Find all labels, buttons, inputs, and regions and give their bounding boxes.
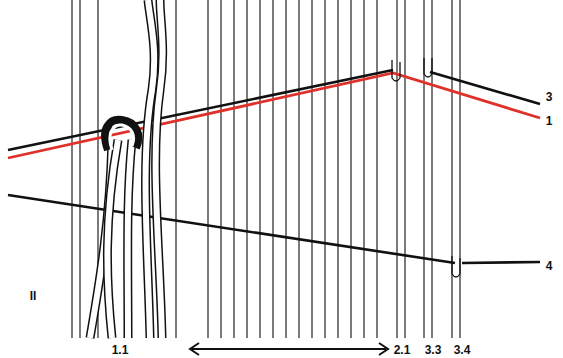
warp-thread [79,0,80,338]
weft-line-red [8,73,540,158]
warp-thread [207,0,208,338]
warp-thread [350,0,351,338]
warp-thread [311,0,312,338]
warp-thread [376,0,377,338]
warp-thread [272,0,273,338]
callout-number: 3.3 [424,344,443,356]
warp-thread [298,0,299,338]
warp-thread [246,0,247,338]
warp-thread [451,0,452,338]
callout-number: 3.4 [453,344,472,356]
warp-thread [337,0,338,338]
hook [424,58,432,77]
callout-number: 3 [545,91,554,103]
callout-number: 2.1 [393,344,412,356]
warp-thread [431,0,432,338]
weft-line [462,262,540,263]
hook [452,256,460,277]
hook [392,60,400,81]
warp-thread [396,0,397,338]
callout-number: 4 [545,260,554,272]
callout-number: 1 [545,115,554,127]
warp-thread [175,0,176,338]
warp-thread [324,0,325,338]
callout-number: 1.1 [111,344,130,356]
thread-bundle [90,0,163,338]
weft-line [8,70,393,150]
weft-line [8,195,455,263]
warp-thread [285,0,286,338]
warp-thread [423,0,424,338]
warp-thread [259,0,260,338]
warp-thread [71,0,72,338]
warp-threads [72,0,460,338]
warp-thread [220,0,221,338]
figure-number: II [29,290,38,302]
warp-thread [459,0,460,338]
warp-thread [404,0,405,338]
range-arrow [190,343,388,355]
warp-thread [233,0,234,338]
warp-thread [363,0,364,338]
